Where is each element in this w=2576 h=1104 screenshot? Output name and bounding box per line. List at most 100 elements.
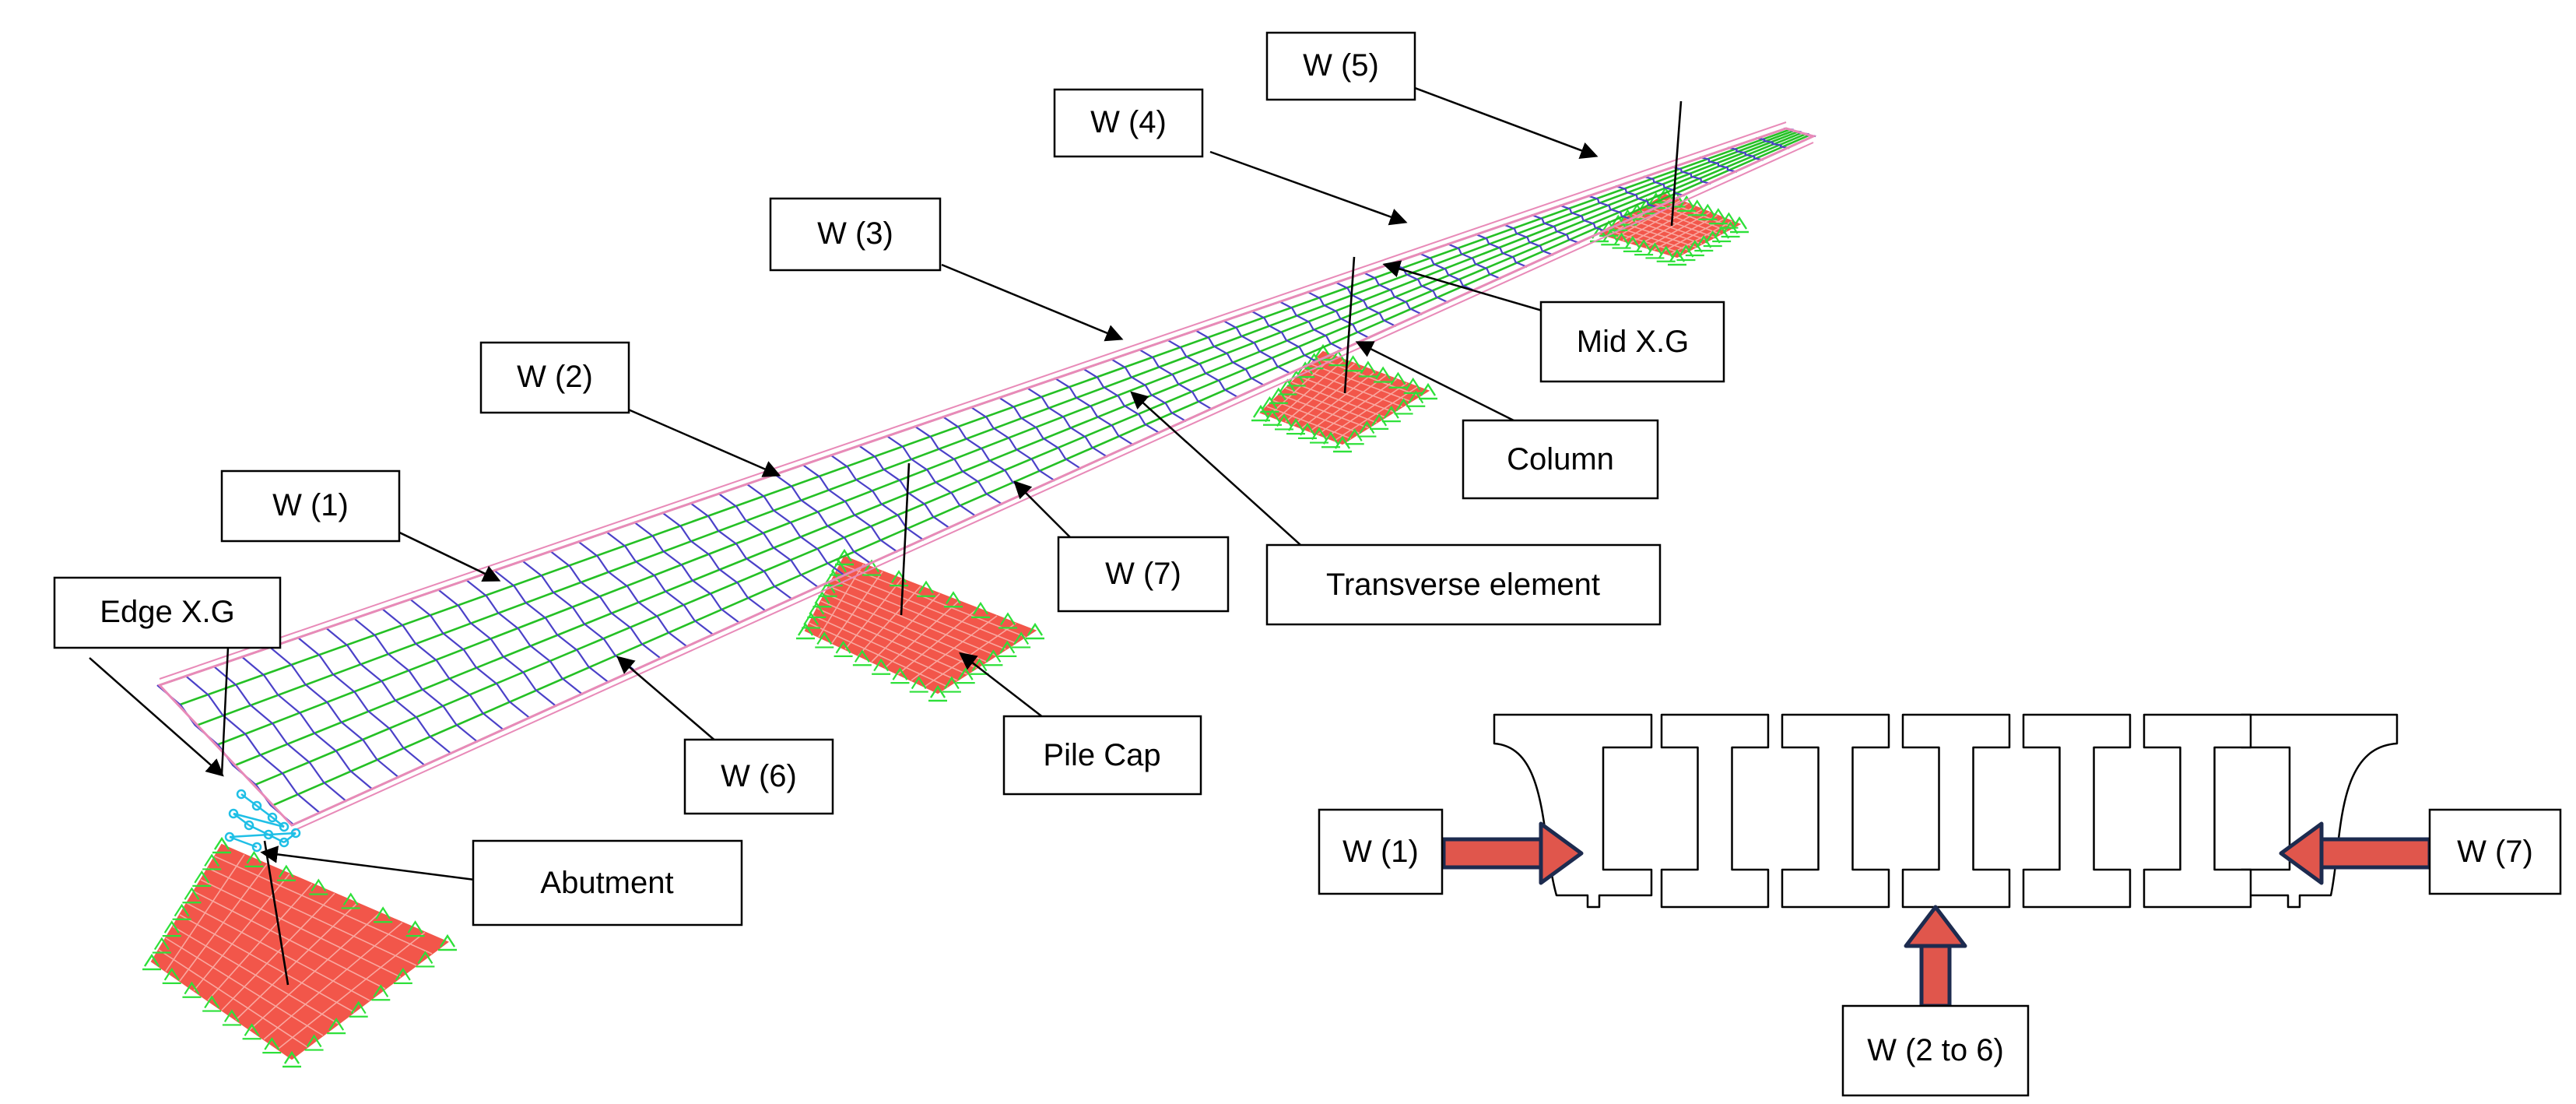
support-symbol <box>1419 382 1437 400</box>
transverse-element-line <box>1026 386 1108 458</box>
support-symbol <box>1026 622 1044 640</box>
support-symbol <box>944 591 963 608</box>
abutment-link <box>268 833 285 844</box>
pile-cap-grid-line <box>1653 214 1718 251</box>
pile-cap-grid-line <box>1279 393 1369 429</box>
support-symbol <box>222 1009 241 1026</box>
transverse-element-line <box>212 665 348 803</box>
transverse-element-line <box>184 674 321 814</box>
support-symbol <box>1708 208 1728 225</box>
column-line <box>900 462 911 616</box>
support-symbol <box>984 649 1003 666</box>
support-symbol <box>928 684 947 702</box>
girder-cross-section: W (1) W (7) W (2 to 6) <box>1318 713 2562 1097</box>
abutment-link <box>240 793 258 807</box>
support-symbol <box>341 892 360 909</box>
label-mid-xg: Mid X.G <box>1539 301 1725 383</box>
transverse-element-line <box>1222 319 1292 375</box>
leader-pile-cap <box>959 652 1048 721</box>
pile-cap-grid-line <box>1272 399 1360 434</box>
section-label-bottom: W (2 to 6) <box>1841 1004 2030 1097</box>
longitudinal-girder-line <box>253 132 1806 786</box>
support-symbol <box>1687 199 1707 216</box>
label-w1: W (1) <box>220 469 401 543</box>
abutment-link <box>256 805 273 818</box>
load-arrow-right <box>2279 821 2432 885</box>
transverse-element-line <box>858 444 951 529</box>
leader-w2 <box>626 407 781 477</box>
support-symbol <box>812 591 832 608</box>
transverse-element-line <box>268 645 400 779</box>
support-symbol <box>1694 234 1714 252</box>
pile-cap-grid-line <box>1285 388 1377 424</box>
pile-cap-3 <box>1251 343 1437 453</box>
transverse-element-line <box>1587 195 1633 220</box>
support-symbol <box>1357 420 1377 438</box>
pile-cap-grid-line <box>1309 374 1387 432</box>
section-label-left-text: W (1) <box>1342 835 1419 869</box>
transverse-element-line <box>1699 156 1738 173</box>
support-symbol <box>327 1018 346 1035</box>
label-w3: W (3) <box>769 197 942 272</box>
support-symbol <box>242 1023 261 1040</box>
pile-cap-grid-line <box>1325 382 1408 438</box>
transverse-element-line <box>1447 242 1501 280</box>
support-symbol <box>815 631 834 649</box>
pile-cap-grid-line <box>897 607 979 675</box>
transverse-element-line <box>325 627 452 755</box>
transverse-element-line <box>633 521 741 624</box>
abutment-link <box>233 813 250 826</box>
support-symbol <box>796 622 815 640</box>
support-symbol <box>162 920 181 937</box>
transverse-element-line <box>297 636 426 767</box>
support-symbol <box>1298 422 1317 439</box>
transverse-element-line <box>605 530 714 636</box>
pile-cap-grid-line <box>1645 212 1711 248</box>
label-pile-cap: Pile Cap <box>1002 715 1202 796</box>
pile-cap-grid-line <box>911 615 998 681</box>
label-w7-text: W (7) <box>1105 557 1181 591</box>
label-mid-xg-text: Mid X.G <box>1577 325 1689 359</box>
support-symbol <box>807 601 826 618</box>
support-symbol <box>1406 390 1426 407</box>
label-column-text: Column <box>1507 442 1614 476</box>
support-symbol <box>304 1034 324 1051</box>
support-symbol <box>202 853 222 870</box>
transverse-element-line <box>437 588 557 708</box>
pile-cap-grid-line <box>1266 406 1352 439</box>
transverse-element-line <box>1475 233 1528 268</box>
support-symbol <box>202 995 222 1012</box>
transverse-element-line <box>549 550 662 660</box>
pile-cap-grid-line <box>1291 381 1386 418</box>
transverse-element-line <box>998 396 1082 470</box>
pile-cap-grid-line <box>1619 221 1697 248</box>
transverse-element-line <box>493 569 610 684</box>
label-w6: W (6) <box>683 738 834 815</box>
label-w6-text: W (6) <box>721 759 797 793</box>
abutment-node <box>267 812 278 823</box>
transverse-element-line <box>886 434 977 518</box>
support-symbol <box>1314 343 1332 361</box>
longitudinal-girder-line <box>272 134 1810 807</box>
abutment-link <box>229 832 297 839</box>
label-w5: W (5) <box>1265 31 1416 101</box>
load-arrow-bottom <box>1904 905 1967 1008</box>
support-symbol <box>942 676 961 693</box>
support-symbol <box>162 967 181 984</box>
leader-mid-xg <box>1382 260 1546 313</box>
support-symbol <box>438 933 457 951</box>
transverse-element-line <box>1419 252 1476 292</box>
pile-caps <box>142 186 1749 1068</box>
leader-transverse <box>1130 391 1332 573</box>
girder-inner-2 <box>1660 713 1770 909</box>
transverse-element-line <box>746 483 846 577</box>
transverse-element-line <box>774 473 872 565</box>
support-symbol <box>971 601 990 618</box>
leader-w3 <box>941 263 1124 342</box>
support-symbol <box>872 658 891 675</box>
pile-cap-grid-line <box>1318 378 1397 435</box>
support-symbol <box>262 1037 282 1054</box>
support-symbol <box>283 1050 301 1068</box>
bridge-3d-model <box>142 100 1817 1068</box>
